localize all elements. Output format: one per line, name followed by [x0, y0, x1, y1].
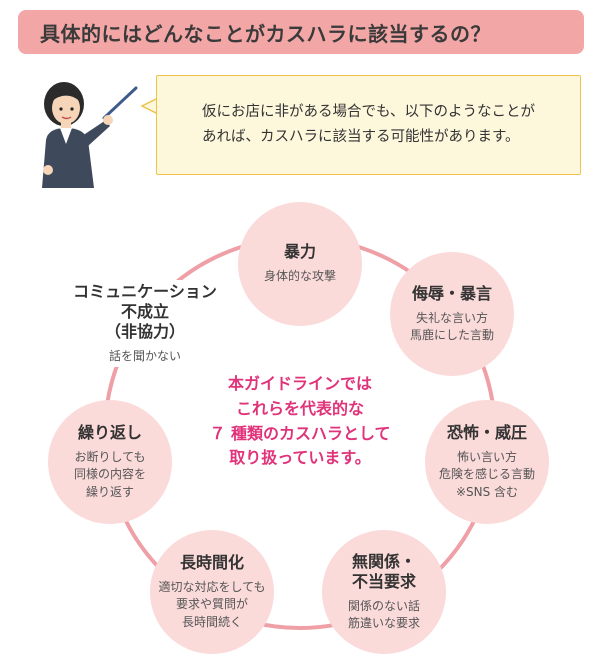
- center-line-2: これらを代表的な: [235, 398, 364, 418]
- type-circle-unjust-demand: 無関係・ 不当要求 関係のない話 筋違いな要求: [322, 530, 446, 654]
- type-title: 繰り返し: [77, 422, 142, 442]
- speech-bubble-tail: [140, 97, 159, 115]
- bubble-line-1: 仮にお店に非がある場合でも、以下のようなことが: [201, 104, 536, 121]
- type-description: 適切な対応をしても 要求や質問が 長時間続く: [158, 579, 266, 629]
- type-description: 話を聞かない: [108, 349, 181, 363]
- type-title: コミュニケーション 不成立 （非協力）: [73, 282, 217, 341]
- type-description: 失礼な言い方 馬鹿にした言動: [409, 310, 494, 342]
- type-circle-repetition: 繰り返し お断りしても 同様の内容を 繰り返す: [48, 400, 172, 524]
- type-title: 恐怖・威圧: [446, 422, 527, 442]
- type-circle-insult: 侮辱・暴言 失礼な言い方 馬鹿にした言動: [390, 252, 514, 376]
- type-title: 暴力: [283, 242, 316, 262]
- type-description: 身体的な攻撃: [263, 269, 336, 284]
- type-title: 無関係・ 不当要求: [351, 551, 416, 591]
- center-line-4: 取り扱っています。: [229, 448, 371, 468]
- page-title: 具体的にはどんなことがカスハラに該当するの？: [40, 21, 491, 46]
- type-circle-violence: 暴力 身体的な攻撃: [238, 202, 362, 326]
- type-description: 怖い言い方 危険を感じる言動 ※SNS 含む: [438, 449, 535, 499]
- center-message: 本ガイドラインでは これらを代表的な ７ 種類のカスハラとして 取り扱っています…: [190, 372, 410, 471]
- type-description: 関係のない話 筋違いな要求: [347, 598, 420, 630]
- type-title: 長時間化: [179, 552, 244, 572]
- center-line-3: ７ 種類のカスハラとして: [209, 423, 391, 443]
- teacher-illustration: [42, 82, 138, 188]
- bubble-line-2: あれば、カスハラに該当する可能性があります。: [201, 129, 520, 145]
- speech-bubble: 仮にお店に非がある場合でも、以下のようなことが あれば、カスハラに該当する可能性…: [156, 75, 581, 175]
- type-circle-intimidation: 恐怖・威圧 怖い言い方 危険を感じる言動 ※SNS 含む: [425, 400, 549, 524]
- speech-bubble-text: 仮にお店に非がある場合でも、以下のようなことが あれば、カスハラに該当する可能性…: [192, 100, 545, 149]
- type-circle-prolonged: 長時間化 適切な対応をしても 要求や質問が 長時間続く: [150, 530, 274, 654]
- type-label-communication: コミュニケーション 不成立 （非協力） 話を聞かない: [50, 280, 240, 368]
- header-banner: 具体的にはどんなことがカスハラに該当するの？: [18, 10, 584, 54]
- center-line-1: 本ガイドラインでは: [227, 374, 372, 393]
- type-description: お断りしても 同様の内容を 繰り返す: [73, 449, 146, 499]
- type-title: 侮辱・暴言: [411, 283, 492, 303]
